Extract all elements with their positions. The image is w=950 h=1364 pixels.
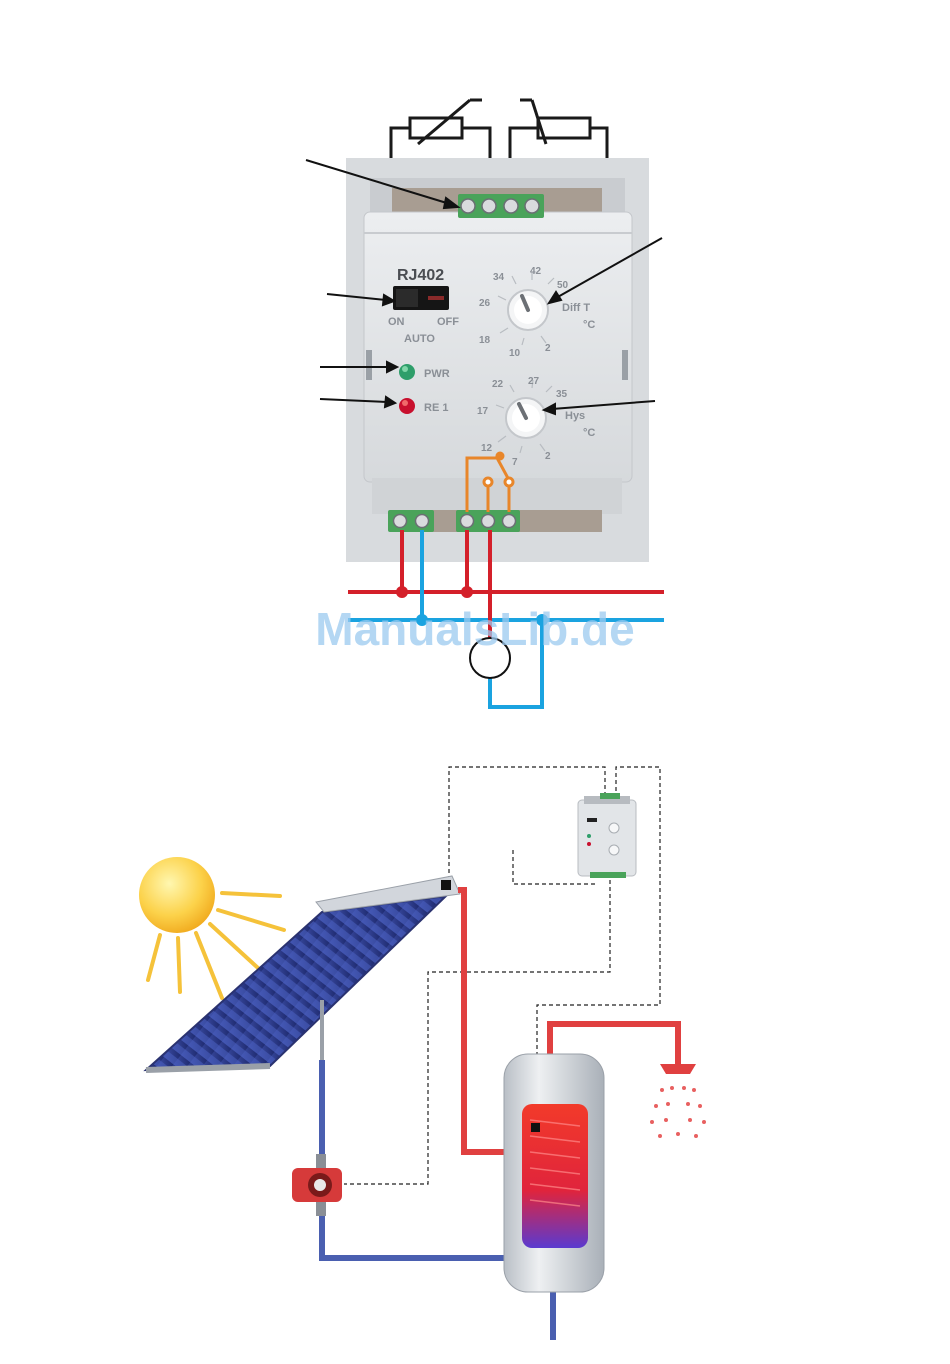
switch-off-label: OFF [437, 316, 459, 328]
hys-unit: °C [583, 427, 595, 439]
hys-tick-7: 7 [512, 457, 518, 468]
hys-tick-35: 35 [556, 389, 568, 400]
hys-tick-12: 12 [481, 443, 493, 454]
hys-tick-2: 2 [545, 451, 551, 462]
device-model: RJ402 [397, 267, 444, 284]
pwr-led-label: PWR [424, 368, 450, 380]
hys-tick-17: 17 [477, 406, 489, 417]
difft-tick-2: 2 [545, 343, 551, 354]
difft-tick-34: 34 [493, 272, 505, 283]
mini-controller [578, 793, 636, 878]
controller-device [346, 158, 649, 562]
switch-on-label: ON [388, 316, 405, 328]
relay-led-label: RE 1 [424, 402, 448, 414]
phase-junction-1 [396, 586, 408, 598]
hys-tick-27: 27 [528, 376, 540, 387]
difft-tick-26: 26 [479, 298, 491, 309]
bottom-terminal-block-relay [456, 510, 520, 532]
difft-tick-18: 18 [479, 335, 491, 346]
difft-label: Diff T [562, 302, 590, 314]
watermark: ManualsLib.de [315, 603, 634, 655]
difft-tick-10: 10 [509, 348, 521, 359]
hys-label: Hys [565, 410, 585, 422]
difft-unit: °C [583, 319, 595, 331]
circulation-pump [292, 1154, 342, 1216]
bottom-terminal-block-power [388, 510, 434, 532]
phase-junction-2 [461, 586, 473, 598]
mode-switch[interactable] [393, 286, 449, 310]
switch-auto-label: AUTO [404, 333, 435, 345]
shower-head-icon [650, 1064, 706, 1138]
relay-led-highlight [402, 400, 408, 406]
difft-tick-42: 42 [530, 266, 542, 277]
relay-led [399, 398, 415, 414]
pwr-led [399, 364, 415, 380]
hys-tick-22: 22 [492, 379, 504, 390]
pwr-led-highlight [402, 366, 408, 372]
difft-tick-50: 50 [557, 280, 569, 291]
top-terminal-block [458, 194, 544, 218]
storage-tank [504, 1054, 604, 1292]
